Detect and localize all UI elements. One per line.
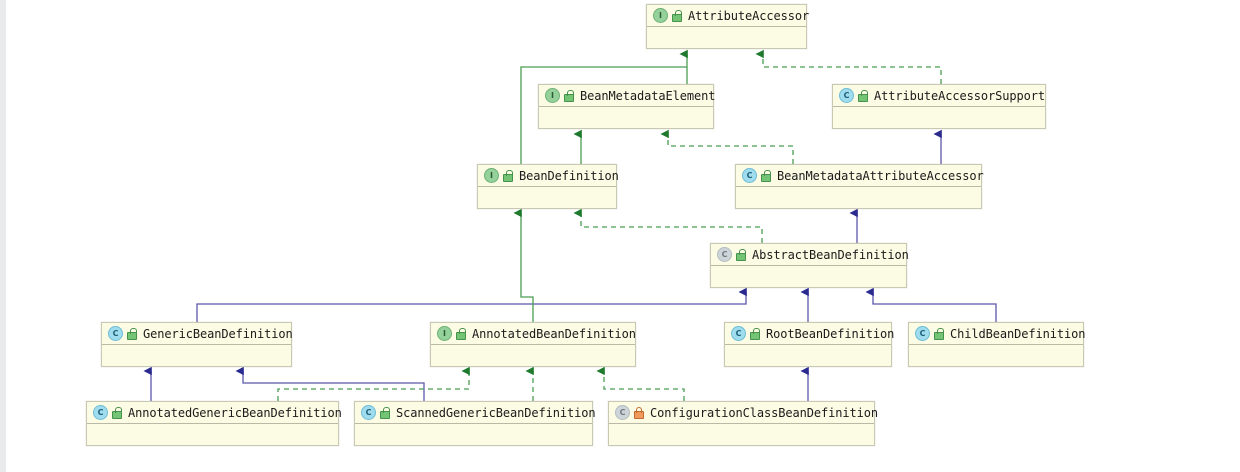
unlocked-public-icon <box>455 328 466 340</box>
edge-scannedgenericbeandefinition-to-genericbeandefinition <box>235 366 425 401</box>
node-label: BeanDefinition <box>519 168 619 183</box>
class-icon: C <box>915 326 930 341</box>
node-members-compartment <box>102 345 291 366</box>
node-members-compartment <box>431 345 635 366</box>
edge-abstractbeandefinition-to-beandefinition <box>573 208 763 243</box>
uml-node-abstractBeanDefinition[interactable]: C AbstractBeanDefinition <box>710 243 909 288</box>
edge-configurationclassbeandefinition-to-annotatedbeandefinition <box>596 366 685 401</box>
unlocked-public-icon <box>379 407 390 419</box>
unlocked-public-icon <box>933 328 944 340</box>
node-header: C GenericBeanDefinition <box>102 323 293 345</box>
node-label: ConfigurationClassBeanDefinition <box>650 405 878 420</box>
edge-genericbeandefinition-to-abstractbeandefinition <box>196 287 747 322</box>
edge-childbeandefinition-to-abstractbeandefinition <box>865 287 997 322</box>
uml-node-annotatedGenericBeanDefinition[interactable]: C AnnotatedGenericBeanDefinition <box>86 401 342 446</box>
node-members-compartment <box>711 266 906 287</box>
node-label: ChildBeanDefinition <box>950 326 1086 341</box>
class-icon: C <box>742 168 757 183</box>
class-icon: C <box>108 326 123 341</box>
node-header: I BeanMetadataElement <box>539 85 716 107</box>
uml-node-annotatedBeanDefinition[interactable]: I AnnotatedBeanDefinition <box>430 322 636 367</box>
locked-private-icon <box>633 407 644 419</box>
node-label: AnnotatedGenericBeanDefinition <box>128 405 342 420</box>
node-members-compartment <box>539 107 713 128</box>
uml-node-attributeAccessorSupport[interactable]: C AttributeAccessorSupport <box>832 84 1046 129</box>
unlocked-public-icon <box>735 249 746 261</box>
uml-node-beanMetadataAttributeAccessor[interactable]: C BeanMetadataAttributeAccessor <box>735 164 984 209</box>
uml-node-childBeanDefinition[interactable]: C ChildBeanDefinition <box>908 322 1086 367</box>
class-dimmed-icon: C <box>717 247 732 262</box>
node-header: I AttributeAccessor <box>647 5 810 27</box>
editor-gutter-strip <box>0 0 6 472</box>
uml-node-attributeAccessor[interactable]: I AttributeAccessor <box>646 4 810 49</box>
class-dimmed-icon: C <box>615 405 630 420</box>
interface-icon: I <box>653 8 668 23</box>
node-header: C ChildBeanDefinition <box>909 323 1086 345</box>
node-members-compartment <box>736 187 981 208</box>
unlocked-public-icon <box>671 10 682 22</box>
node-label: BeanMetadataElement <box>580 88 716 103</box>
node-members-compartment <box>647 27 806 48</box>
node-header: C ConfigurationClassBeanDefinition <box>609 402 878 424</box>
node-label: BeanMetadataAttributeAccessor <box>777 168 984 183</box>
node-label: ScannedGenericBeanDefinition <box>396 405 596 420</box>
uml-node-genericBeanDefinition[interactable]: C GenericBeanDefinition <box>101 322 293 367</box>
node-members-compartment <box>909 345 1083 366</box>
uml-node-beanDefinition[interactable]: I BeanDefinition <box>477 164 619 209</box>
uml-node-beanMetadataElement[interactable]: I BeanMetadataElement <box>538 84 716 129</box>
edge-beanmetadataattributeaccessor-to-beanmetadataelement <box>660 129 794 164</box>
interface-icon: I <box>437 326 452 341</box>
node-label: AbstractBeanDefinition <box>752 247 909 262</box>
node-members-compartment <box>725 345 891 366</box>
node-members-compartment <box>478 187 616 208</box>
uml-node-rootBeanDefinition[interactable]: C RootBeanDefinition <box>724 322 895 367</box>
unlocked-public-icon <box>760 170 771 182</box>
node-header: C AnnotatedGenericBeanDefinition <box>87 402 342 424</box>
class-icon: C <box>361 405 376 420</box>
node-members-compartment <box>833 107 1045 128</box>
unlocked-public-icon <box>502 170 513 182</box>
unlocked-public-icon <box>749 328 760 340</box>
unlocked-public-icon <box>111 407 122 419</box>
unlocked-public-icon <box>857 90 868 102</box>
interface-icon: I <box>484 168 499 183</box>
node-label: GenericBeanDefinition <box>143 326 293 341</box>
node-label: AnnotatedBeanDefinition <box>472 326 636 341</box>
interface-icon: I <box>545 88 560 103</box>
node-header: C AbstractBeanDefinition <box>711 244 909 266</box>
node-header: C RootBeanDefinition <box>725 323 895 345</box>
class-icon: C <box>731 326 746 341</box>
node-label: AttributeAccessor <box>688 8 810 23</box>
node-header: I BeanDefinition <box>478 165 619 187</box>
unlocked-public-icon <box>126 328 137 340</box>
node-header: C BeanMetadataAttributeAccessor <box>736 165 984 187</box>
class-icon: C <box>93 405 108 420</box>
edge-annotatedgenericbeandefinition-to-annotatedbeandefinition <box>277 366 470 401</box>
node-header: C AttributeAccessorSupport <box>833 85 1045 107</box>
node-label: AttributeAccessorSupport <box>874 88 1045 103</box>
node-header: I AnnotatedBeanDefinition <box>431 323 636 345</box>
node-members-compartment <box>609 424 874 445</box>
node-label: RootBeanDefinition <box>766 326 895 341</box>
uml-node-configurationClassBeanDefinition[interactable]: C ConfigurationClassBeanDefinition <box>608 401 878 446</box>
uml-node-scannedGenericBeanDefinition[interactable]: C ScannedGenericBeanDefinition <box>354 401 596 446</box>
node-members-compartment <box>87 424 338 445</box>
edge-attributeaccessorsupport-to-attributeaccessor <box>755 49 942 84</box>
edge-annotatedbeandefinition-to-beandefinition <box>513 208 534 322</box>
node-members-compartment <box>355 424 592 445</box>
class-icon: C <box>839 88 854 103</box>
unlocked-public-icon <box>563 90 574 102</box>
node-header: C ScannedGenericBeanDefinition <box>355 402 596 424</box>
